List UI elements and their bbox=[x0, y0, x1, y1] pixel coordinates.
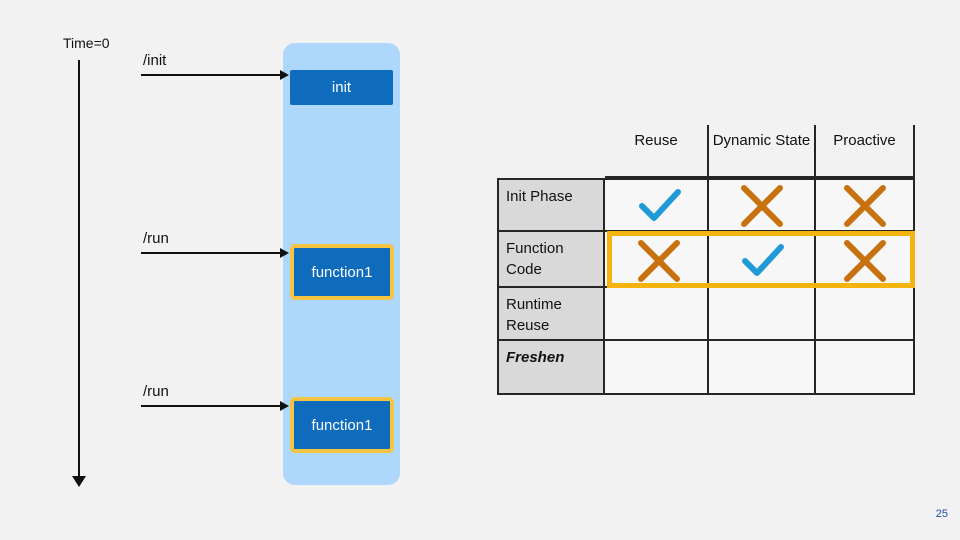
column-header-dynamic-state: Dynamic State bbox=[709, 125, 816, 178]
request-arrow-init bbox=[141, 74, 281, 76]
request-label-run-1: /run bbox=[143, 230, 169, 247]
cell-freshen-reuse bbox=[605, 341, 709, 395]
page-number: 25 bbox=[935, 508, 948, 520]
column-header-label: Dynamic State bbox=[712, 132, 811, 149]
function-code-highlight bbox=[607, 231, 915, 288]
request-arrowhead-run-2 bbox=[280, 401, 289, 411]
row-header-freshen: Freshen bbox=[497, 341, 605, 395]
column-header-reuse: Reuse bbox=[605, 125, 709, 178]
row-header-function-code: Function Code bbox=[497, 232, 605, 288]
init-box: init bbox=[290, 70, 393, 105]
column-header-label: Proactive bbox=[833, 132, 896, 149]
cell-init-proactive bbox=[816, 178, 915, 232]
row-header-runtime-reuse: Runtime Reuse bbox=[497, 288, 605, 341]
request-label-run-2: /run bbox=[143, 383, 169, 400]
cell-runtime-proactive bbox=[816, 288, 915, 341]
function-box-1: function1 bbox=[290, 244, 394, 300]
request-arrowhead-run-1 bbox=[280, 248, 289, 258]
column-header-proactive: Proactive bbox=[816, 125, 915, 178]
column-header-label: Reuse bbox=[634, 132, 678, 149]
function-box-2: function1 bbox=[290, 397, 394, 453]
row-header-label: Runtime Reuse bbox=[506, 296, 562, 334]
row-header-label: Freshen bbox=[506, 349, 565, 366]
cell-init-reuse bbox=[605, 178, 709, 232]
request-arrow-run-1 bbox=[141, 252, 281, 254]
request-arrowhead-init bbox=[280, 70, 289, 80]
row-header-label: Init Phase bbox=[506, 188, 573, 205]
row-header-label: Function Code bbox=[506, 240, 564, 278]
row-header-init-phase: Init Phase bbox=[497, 178, 605, 232]
cell-freshen-proactive bbox=[816, 341, 915, 395]
timeline-label: Time=0 bbox=[63, 35, 110, 51]
timeline-arrowhead bbox=[72, 476, 86, 487]
cell-runtime-reuse bbox=[605, 288, 709, 341]
cell-freshen-dynamic bbox=[709, 341, 816, 395]
cell-runtime-dynamic bbox=[709, 288, 816, 341]
timeline-axis bbox=[78, 60, 80, 480]
cell-init-dynamic bbox=[709, 178, 816, 232]
request-label-init: /init bbox=[143, 52, 167, 69]
request-arrow-run-2 bbox=[141, 405, 281, 407]
